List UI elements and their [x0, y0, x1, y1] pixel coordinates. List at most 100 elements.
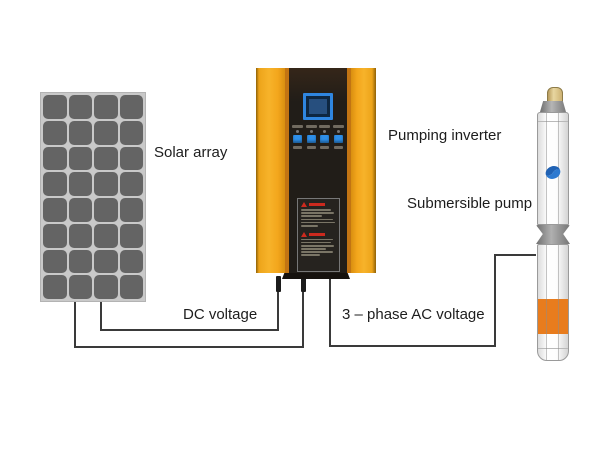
solar-cell	[119, 198, 143, 222]
solar-cell	[94, 249, 118, 274]
led-indicator	[336, 130, 340, 133]
sticker-text-line	[301, 218, 333, 221]
keypad-column	[305, 125, 317, 165]
keypad-button	[306, 135, 316, 143]
solar-cell	[43, 249, 67, 274]
solar-cell	[68, 223, 92, 248]
inverter-left-wing	[256, 68, 285, 273]
led-indicator	[296, 130, 299, 133]
keypad-button	[320, 135, 330, 143]
keypad-button	[293, 135, 302, 143]
solar-cell	[43, 120, 67, 145]
lcd-display	[303, 93, 333, 120]
solar-cell	[68, 120, 92, 145]
solar-cell	[94, 146, 118, 171]
warning-triangle-icon	[301, 231, 307, 237]
solar-panel-grid	[43, 95, 143, 299]
solar-cell	[68, 249, 92, 274]
solar-cell	[68, 275, 92, 299]
dc-wire-inner	[100, 291, 279, 331]
inverter-left-strip	[285, 68, 289, 273]
inverter-front-panel	[289, 68, 347, 273]
solar-cell	[94, 95, 118, 119]
warning-section	[301, 231, 336, 257]
ac-wire	[329, 254, 536, 347]
warning-header	[301, 202, 336, 207]
solar-cell	[119, 249, 143, 274]
solar-cell	[94, 275, 118, 299]
keypad-label	[333, 146, 343, 149]
sticker-text-line	[301, 238, 334, 241]
keypad-label	[306, 146, 316, 149]
dc-cable-connector	[300, 276, 306, 292]
label-ac-voltage: 3 – phase AC voltage	[342, 306, 485, 323]
dc-wire-outer	[74, 291, 304, 348]
sticker-text-line	[301, 244, 335, 247]
warning-section	[301, 202, 336, 227]
keypad-label	[332, 125, 344, 128]
sticker-text-line	[301, 209, 331, 211]
solar-cell	[43, 275, 67, 299]
solar-cell	[94, 198, 118, 222]
solar-cell	[43, 198, 67, 222]
sticker-text-line	[301, 241, 332, 244]
pump-seam	[538, 348, 568, 349]
pump-cap	[547, 87, 563, 102]
solar-cell	[43, 223, 67, 248]
keypad-label	[293, 146, 302, 149]
pump-logo-icon	[545, 166, 561, 179]
solar-cell	[43, 172, 67, 196]
solar-cell	[94, 172, 118, 196]
sticker-text-line	[301, 212, 335, 214]
pump-coupling-lower	[536, 234, 570, 244]
inverter-right-wing	[351, 68, 376, 273]
dc-cable-connector	[275, 276, 281, 292]
solar-cell	[43, 95, 67, 119]
warning-title	[309, 203, 325, 206]
solar-cell	[119, 95, 143, 119]
sticker-text-line	[301, 248, 327, 250]
solar-cell	[43, 146, 67, 171]
pump-orange-band	[538, 299, 568, 334]
label-solar-array: Solar array	[154, 144, 228, 161]
solar-cell	[68, 95, 92, 119]
led-indicator	[309, 130, 313, 133]
solar-cell	[68, 146, 92, 171]
solar-cell	[68, 198, 92, 222]
submersible-pump	[536, 87, 570, 363]
solar-panel	[40, 92, 146, 302]
warning-header	[301, 231, 336, 237]
pump-lower-body	[537, 244, 569, 361]
solar-cell	[119, 146, 143, 171]
inverter-base	[282, 272, 350, 279]
keypad-column	[332, 125, 344, 165]
keypad-label	[305, 125, 317, 128]
label-submersible-pump: Submersible pump	[407, 195, 533, 212]
keypad-column	[292, 125, 303, 165]
lcd-screen	[309, 99, 327, 114]
led-indicator	[323, 130, 327, 133]
solar-cell	[119, 172, 143, 196]
label-pumping-inverter: Pumping inverter	[388, 127, 502, 144]
keypad-button	[333, 135, 343, 143]
solar-cell	[119, 120, 143, 145]
keypad-label	[320, 146, 330, 149]
sticker-text-line	[301, 215, 322, 217]
solar-cell	[68, 172, 92, 196]
keypad-label	[292, 125, 303, 128]
solar-cell	[94, 223, 118, 248]
pumping-inverter	[256, 68, 376, 279]
inverter-right-strip	[347, 68, 351, 273]
warning-sticker	[297, 198, 340, 272]
warning-triangle-icon	[301, 202, 307, 207]
pump-coupling-upper	[536, 225, 570, 234]
inverter-keypad	[292, 125, 344, 165]
warning-title	[309, 232, 325, 236]
label-dc-voltage: DC voltage	[183, 306, 258, 323]
pump-collar	[540, 101, 566, 112]
sticker-text-line	[301, 254, 321, 257]
solar-cell	[119, 223, 143, 248]
keypad-column	[319, 125, 331, 165]
